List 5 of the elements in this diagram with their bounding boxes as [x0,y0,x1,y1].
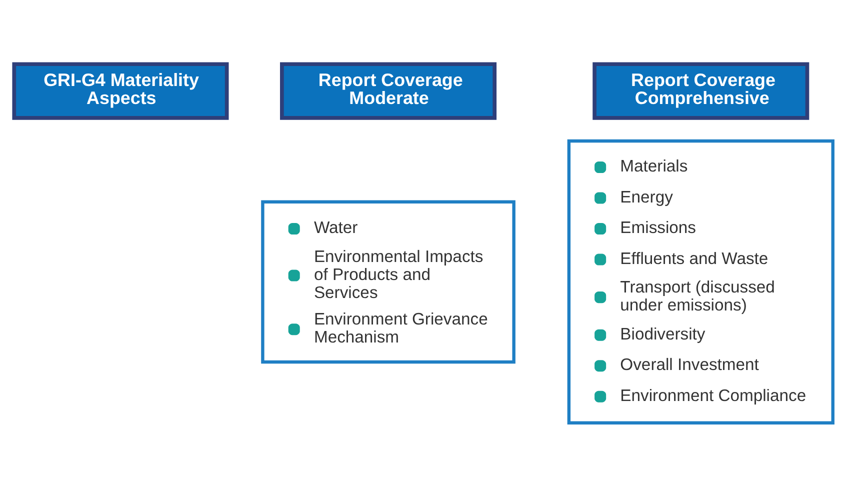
node-box: GRI-G4 Materiality Aspects [12,62,229,120]
node-box: Materials Energy Emissions Effluents and Waste Transport (discussed under emissions) Biodiversity Overall Investment Environment Compliance [567,139,834,424]
node-box: Report Coverage Comprehensive [592,62,810,120]
node-box: Water Environmental Impacts of Products and Services Environment Grievance Mechanism [261,200,516,364]
node-box: Report Coverage Moderate [280,62,497,120]
